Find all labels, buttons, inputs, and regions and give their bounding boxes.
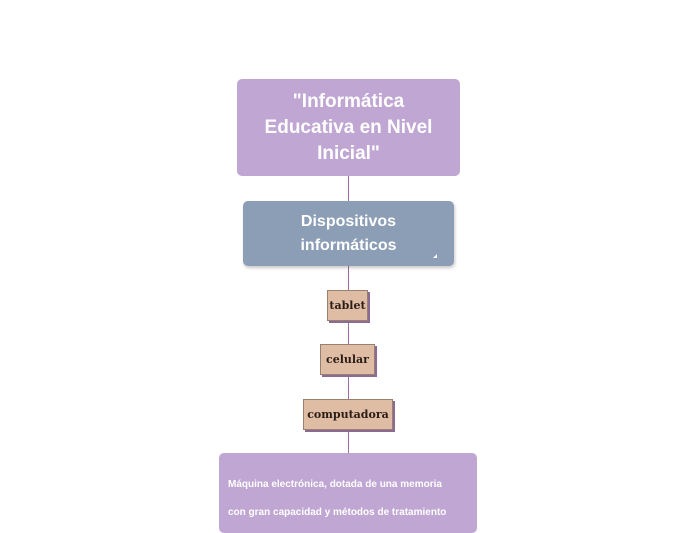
dispositivos-informaticos-label: Dispositivos informáticos bbox=[300, 212, 397, 254]
description-node[interactable]: Máquina electrónica, dotada de una memor… bbox=[219, 453, 477, 533]
description-line-2: con gran capacidad y métodos de tratamie… bbox=[228, 507, 447, 518]
device-node-celular[interactable]: celular bbox=[320, 344, 375, 375]
root-topic-node[interactable]: "Informática Educativa en Nivel Inicial" bbox=[237, 79, 460, 176]
connector-computadora-to-description bbox=[348, 430, 349, 453]
connector-root-to-dispositivos bbox=[348, 176, 349, 201]
device-label-computadora: computadora bbox=[307, 408, 389, 421]
connector-celular-to-computadora bbox=[348, 375, 349, 399]
dispositivos-informaticos-node[interactable]: Dispositivos informáticos bbox=[243, 201, 454, 266]
connector-dispositivos-to-tablet bbox=[348, 266, 349, 290]
device-label-celular: celular bbox=[326, 353, 369, 366]
description-text: Máquina electrónica, dotada de una memor… bbox=[228, 471, 446, 527]
device-label-tablet: tablet bbox=[329, 299, 366, 312]
device-node-computadora[interactable]: computadora bbox=[303, 399, 393, 430]
resize-corner-icon bbox=[433, 254, 437, 258]
root-topic-label: "Informática Educativa en Nivel Inicial" bbox=[264, 90, 433, 164]
connector-tablet-to-celular bbox=[348, 321, 349, 344]
description-line-1: Máquina electrónica, dotada de una memor… bbox=[228, 479, 442, 490]
device-node-tablet[interactable]: tablet bbox=[327, 290, 368, 321]
